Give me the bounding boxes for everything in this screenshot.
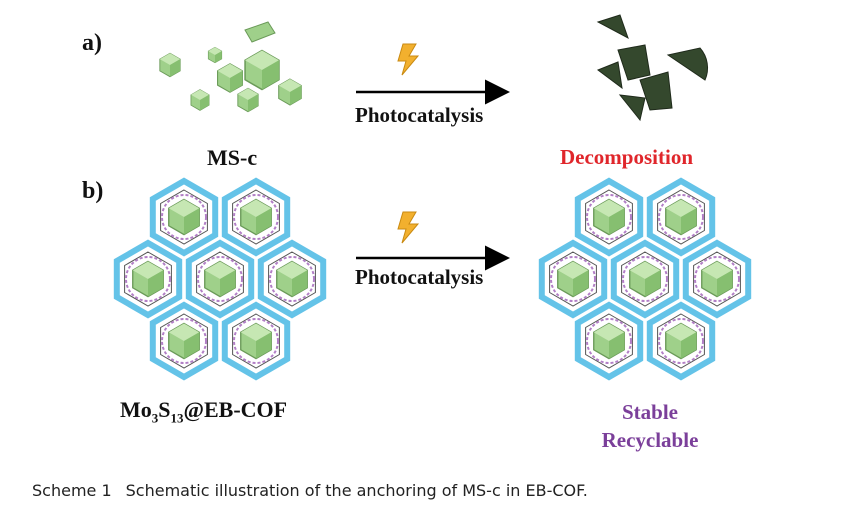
mo3s13-eb-cof-label: Mo3S13@EB-COF [120,397,288,426]
panel-label-b: b) [82,178,104,204]
eb-cof-framework-left [117,181,323,377]
photocatalysis-label-b: Photocatalysis [355,265,484,289]
ms-c-label: MS-c [207,145,258,170]
recyclable-label: Recyclable [601,428,699,452]
photocatalysis-label-a: Photocatalysis [355,103,484,127]
eb-cof-framework-right [542,181,748,377]
figure-caption: Scheme 1 Schematic illustration of the an… [32,481,588,500]
lightning-icon-b [397,211,419,244]
lightning-icon-a [397,43,419,76]
decomposition-label: Decomposition [560,145,693,169]
caption-tag: Scheme 1 [32,481,112,500]
stable-label: Stable [621,400,678,424]
decomposed-fragments [596,14,709,122]
ms-c-clusters [159,21,302,113]
panel-label-a: a) [82,30,102,56]
caption-text: Schematic illustration of the anchoring … [125,481,588,500]
